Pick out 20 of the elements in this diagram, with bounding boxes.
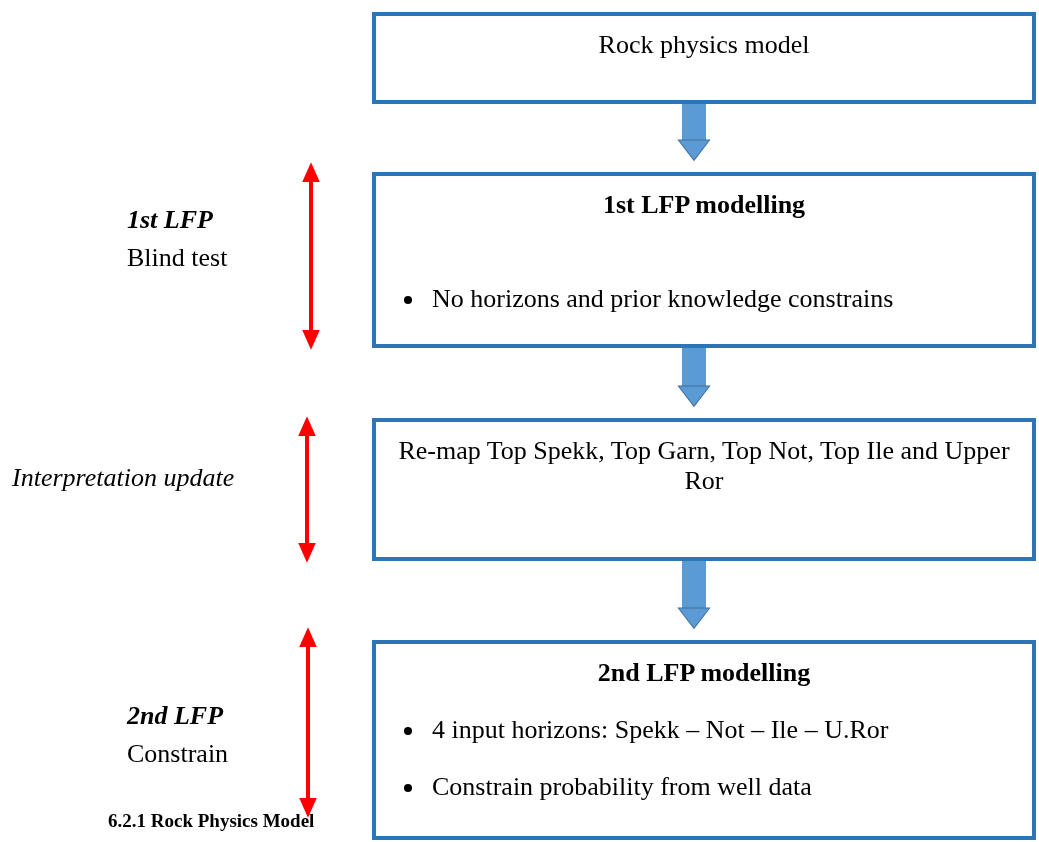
process-box — [372, 172, 1036, 348]
box-heading: 2nd LFP modelling — [597, 658, 811, 687]
process-box — [372, 418, 1036, 561]
bullet-text: Constrain probability from well data — [432, 772, 813, 802]
phase-note: Constrain — [127, 739, 229, 769]
section-heading: 6.2.1 Rock Physics Model — [108, 810, 315, 832]
block-arrow — [677, 561, 711, 629]
process-box — [372, 640, 1036, 840]
phase-note: Blind test — [127, 243, 228, 273]
block-arrow — [677, 348, 711, 407]
phase-label: Interpretation update — [12, 463, 235, 493]
bullet-text: No horizons and prior knowledge constrains — [432, 284, 895, 314]
bullet-text: 4 input horizons: Spekk – Not – Ile – U.Ror — [432, 715, 890, 745]
box-heading: 1st LFP modelling — [602, 190, 806, 219]
phase-label: 2nd LFP — [127, 701, 224, 731]
process-box — [372, 12, 1036, 104]
block-arrow — [677, 104, 711, 161]
box-text: Rock physics model — [598, 30, 810, 59]
phase-label: 1st LFP — [127, 205, 213, 235]
box-text: Re-map Top Spekk, Top Garn, Top Not, Top Ile and Upper Ror — [398, 436, 1010, 495]
